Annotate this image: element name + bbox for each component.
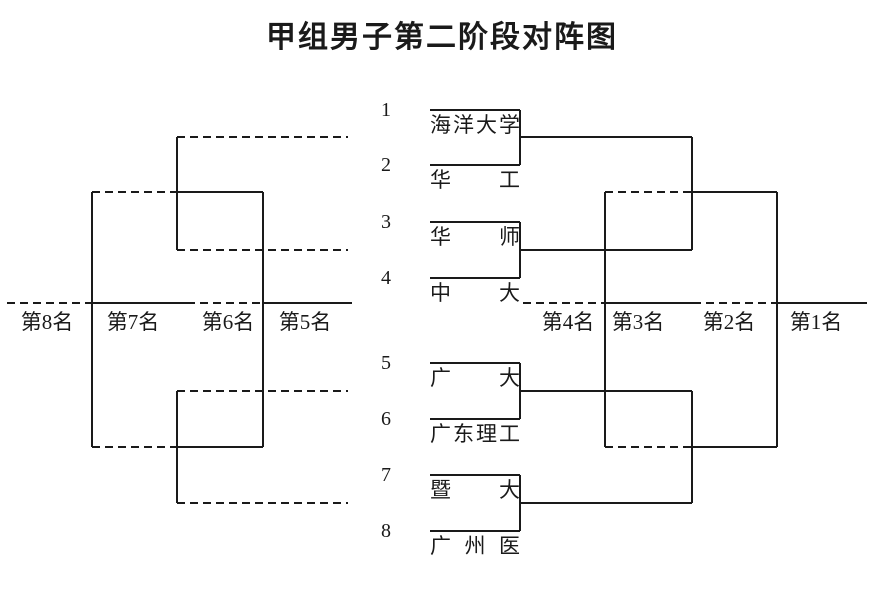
team-name-3: 华师	[430, 225, 520, 249]
seed-number-2: 2	[381, 154, 391, 176]
placement-label-4th: 第4名	[541, 310, 595, 334]
team-name-2: 华工	[430, 168, 520, 192]
diagram-title: 甲组男子第二阶段对阵图	[266, 21, 618, 54]
team-name-4: 中大	[430, 281, 520, 305]
placement-label-8th: 第8名	[20, 310, 74, 334]
team-name-6: 广东理工	[430, 422, 520, 446]
placement-label-7th: 第7名	[106, 310, 160, 334]
seed-number-3: 3	[381, 211, 391, 233]
team-name-7: 暨大	[430, 478, 520, 502]
placement-label-3rd: 第3名	[611, 310, 665, 334]
team-name-5: 广大	[430, 366, 520, 390]
placement-label-6th: 第6名	[201, 310, 255, 334]
seed-number-5: 5	[381, 352, 391, 374]
seed-number-1: 1	[381, 99, 391, 121]
seed-number-8: 8	[381, 520, 391, 542]
team-name-8: 广州医	[430, 534, 520, 558]
placement-label-1st: 第1名	[789, 310, 843, 334]
placement-label-5th: 第5名	[278, 310, 332, 334]
seed-number-6: 6	[381, 408, 391, 430]
team-name-1: 海洋大学	[430, 113, 520, 137]
placement-label-2nd: 第2名	[702, 310, 756, 334]
seed-number-4: 4	[381, 267, 391, 289]
seed-number-7: 7	[381, 464, 391, 486]
